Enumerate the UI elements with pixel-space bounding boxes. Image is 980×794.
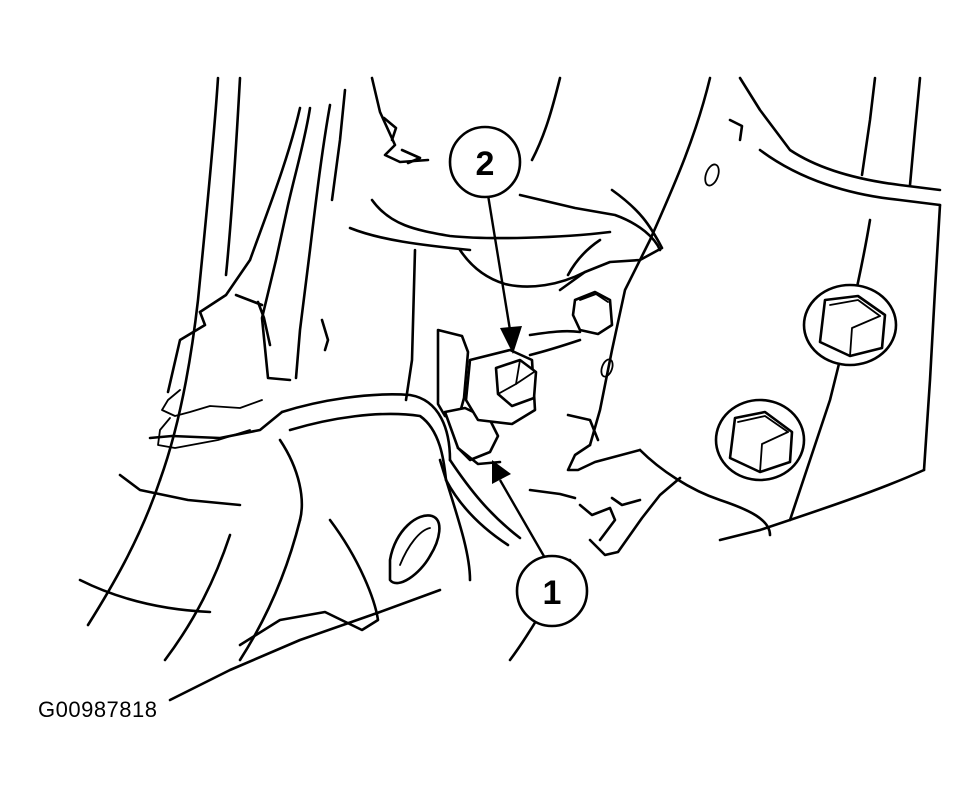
frame-bolt-lower (714, 398, 806, 482)
upper-bracket (330, 76, 664, 292)
lower-structure (78, 438, 682, 702)
callout-2-leader (486, 194, 512, 331)
left-body-panel (86, 76, 332, 627)
callout-1-arrowhead (492, 460, 511, 484)
callout-2-label: 2 (476, 145, 495, 183)
center-mount (280, 248, 614, 482)
callout-2-circle (448, 125, 522, 199)
callout-1-leader (498, 479, 547, 559)
callout-1-label: 1 (543, 574, 562, 612)
frame-bolt-upper (802, 283, 898, 367)
callout-2: 2 (448, 125, 522, 354)
callout-2-arrowhead (500, 326, 522, 354)
figure-id-label: G00987818 (38, 697, 158, 722)
callout-1: 1 (492, 460, 589, 628)
callout-1-circle (515, 554, 589, 628)
